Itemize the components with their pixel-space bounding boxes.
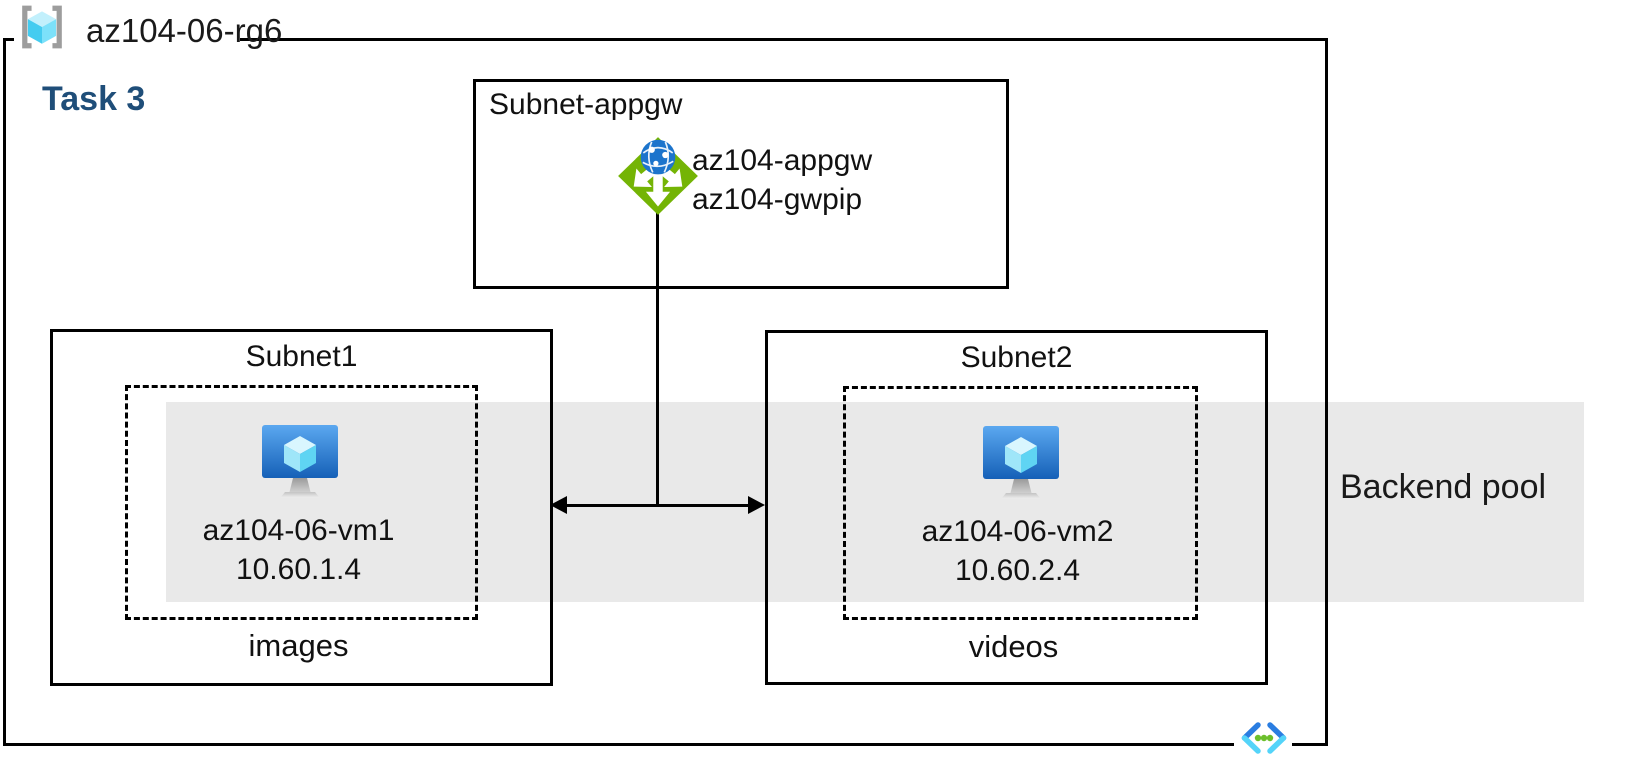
virtual-network-icon xyxy=(1237,721,1291,755)
vm2-name: az104-06-vm2 xyxy=(921,515,1114,548)
subnet2-vm-group-box xyxy=(843,386,1198,620)
virtual-machine-icon xyxy=(982,425,1060,503)
appgw-to-subnets-connector xyxy=(656,210,659,506)
resource-group-box xyxy=(3,38,1328,746)
subnet-appgw-box xyxy=(473,79,1009,289)
subnet2-vm-labels: az104-06-vm2 10.60.2.4 xyxy=(843,512,1192,590)
backend-pool-band xyxy=(166,402,1584,602)
task-label: Task 3 xyxy=(42,80,146,118)
resource-group-icon xyxy=(18,4,66,50)
subnet1-vm-group-box xyxy=(125,385,478,620)
subnet1-title: Subnet1 xyxy=(245,340,358,373)
subnet1-vm-labels: az104-06-vm1 10.60.1.4 xyxy=(125,511,472,589)
virtual-machine-icon xyxy=(261,424,339,502)
subnet2-title: Subnet2 xyxy=(960,341,1073,374)
appgw-labels: az104-appgw az104-gwpip xyxy=(692,141,872,219)
vm1-name: az104-06-vm1 xyxy=(202,514,395,547)
vm1-ip: 10.60.1.4 xyxy=(235,553,362,586)
subnet1-folder-label: images xyxy=(248,628,349,663)
appgw-name: az104-appgw xyxy=(692,144,873,177)
backend-pool-label: Backend pool xyxy=(1340,468,1547,506)
subnet-appgw-title: Subnet-appgw xyxy=(489,88,683,121)
vm2-ip: 10.60.2.4 xyxy=(954,554,1081,587)
arrowhead-left-icon xyxy=(550,496,567,514)
arrowhead-right-icon xyxy=(748,496,765,514)
resource-group-border-gap xyxy=(14,34,240,46)
appgw-public-ip: az104-gwpip xyxy=(692,183,863,216)
subnet1-subnet2-connector xyxy=(560,504,752,507)
resource-group-name: az104-06-rg6 xyxy=(86,12,283,49)
subnet2-folder-label: videos xyxy=(968,629,1059,664)
subnet1-box: Subnet1 xyxy=(50,329,553,686)
subnet2-box: Subnet2 xyxy=(765,330,1268,685)
application-gateway-icon xyxy=(616,136,700,216)
